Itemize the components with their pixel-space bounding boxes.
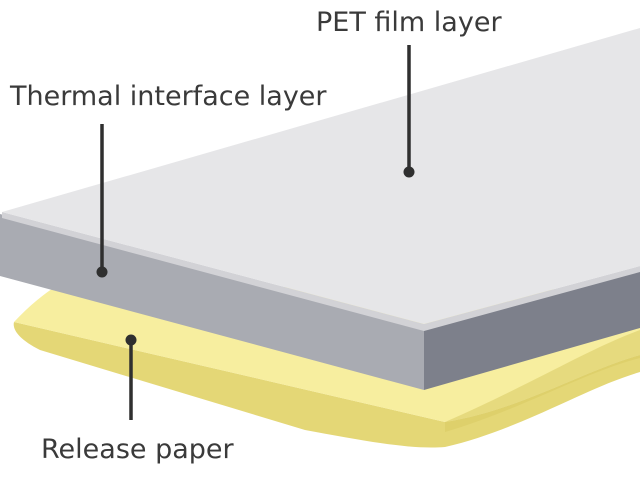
release-paper-label: Release paper (41, 434, 234, 465)
thermal-interface-layer (0, 214, 640, 390)
release-callout-leader (125, 334, 137, 420)
pet-callout-leader (403, 45, 415, 178)
thermal-callout-dot (96, 266, 108, 278)
thermal-interface-label: Thermal interface layer (10, 81, 327, 112)
thermal-front-face (0, 214, 424, 390)
release-paper-shade (445, 330, 640, 432)
pet-callout-dot (403, 166, 415, 178)
thermal-callout-leader (96, 124, 108, 278)
pet-film-top (2, 28, 640, 324)
thermal-side-face (424, 268, 640, 390)
pet-film-label: PET film layer (316, 7, 502, 38)
pet-film-layer (2, 28, 640, 331)
